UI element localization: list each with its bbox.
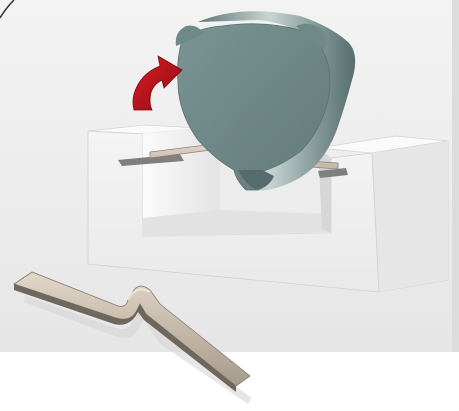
backdrop-edge [452,0,459,352]
